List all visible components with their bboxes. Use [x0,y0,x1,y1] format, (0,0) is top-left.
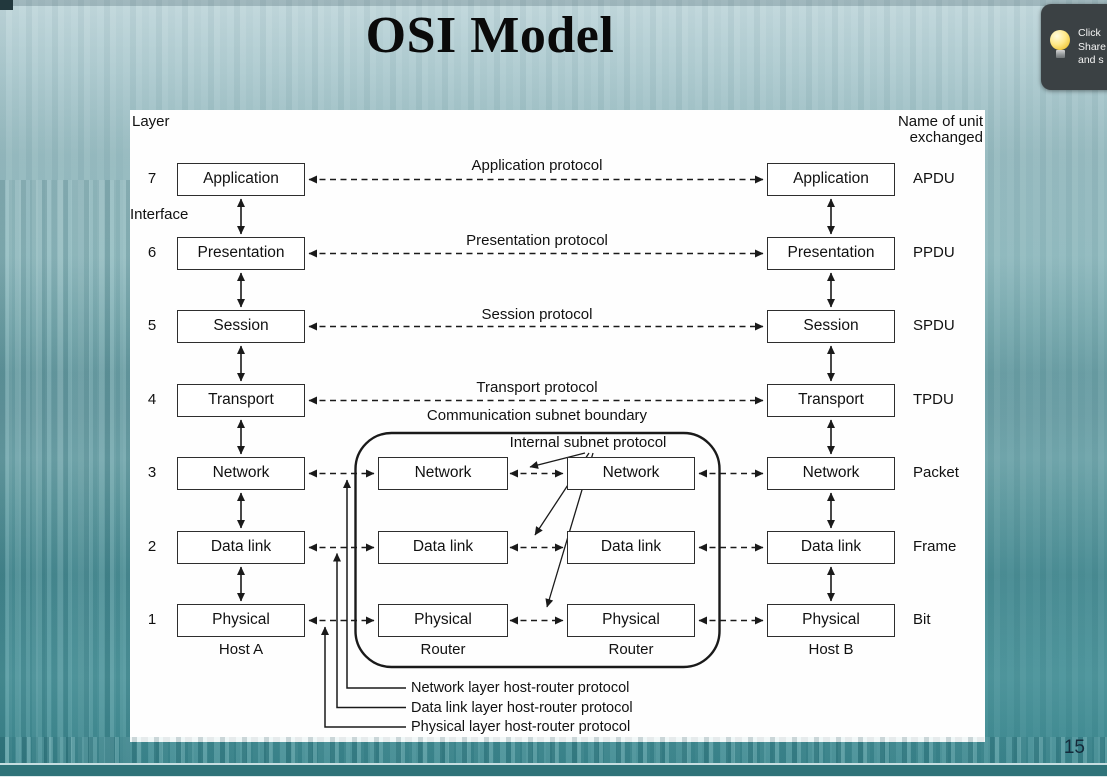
unit-name: APDU [913,170,955,187]
host-a-layer-box: Network [177,457,305,490]
layer-number-3: 3 [147,464,157,481]
host-b-layer-box: Session [767,310,895,343]
protocol-label: Application protocol [471,157,603,174]
left-edge-texture [0,180,130,764]
notification-line: Click [1078,27,1101,39]
router-2-layer-box: Physical [567,604,695,637]
layer-number-5: 5 [147,317,157,334]
internal-subnet-label: Internal subnet protocol [509,434,667,451]
unit-name: SPDU [913,317,955,334]
host-b-layer-box: Data link [767,531,895,564]
osi-diagram-panel: Layer Name of unit exchanged Interface 7… [130,110,985,742]
protocol-label: Presentation protocol [466,232,608,249]
unit-name: Bit [913,611,931,628]
protocol-label: Session protocol [481,306,593,323]
router-1-layer-box: Physical [378,604,508,637]
host-a-layer-box: Transport [177,384,305,417]
unit-name: PPDU [913,244,955,261]
host-a-layer-box: Session [177,310,305,343]
notification-text: Click Share and s [1078,27,1106,68]
slide-title: OSI Model [365,7,615,64]
lightbulb-icon [1050,30,1070,50]
host-b-layer-box: Presentation [767,237,895,270]
layer-number-6: 6 [147,244,157,261]
router-2-layer-box: Network [567,457,695,490]
page-number: 15 [1063,737,1085,758]
router-2-caption: Router [608,641,654,658]
unit-name: TPDU [913,391,954,408]
top-edge-strip [0,0,1107,6]
bottom-separator-line [0,763,1107,765]
host-router-callout: Network layer host-router protocol [411,680,630,696]
notification-line: Share [1078,40,1107,53]
unit-header-line1: Name of unit [897,113,983,130]
interface-arrows [237,198,835,602]
subnet-boundary-label: Communication subnet boundary [426,407,648,424]
router-1-layer-box: Data link [378,531,508,564]
host-b-layer-box: Application [767,163,895,196]
host-router-callout: Data link layer host-router protocol [411,700,633,716]
unit-name: Packet [913,464,959,481]
router-2-layer-box: Data link [567,531,695,564]
protocol-label: Transport protocol [476,379,598,396]
unit-header: Name of unit exchanged [898,114,983,146]
router-1-caption: Router [420,641,466,658]
unit-header-line2: exchanged [909,129,983,146]
host-a-layer-box: Physical [177,604,305,637]
host-b-layer-box: Physical [767,604,895,637]
layer-header: Layer [132,113,170,130]
host-a-layer-box: Presentation [177,237,305,270]
layer-number-2: 2 [147,538,157,555]
layer-number-4: 4 [147,391,157,408]
host-b-layer-box: Network [767,457,895,490]
host-router-callout: Physical layer host-router protocol [411,719,631,735]
unit-name: Frame [913,538,957,555]
lightbulb-base-icon [1056,50,1065,58]
router-1-layer-box: Network [378,457,508,490]
host-a-layer-box: Data link [177,531,305,564]
notification-line: and s [1078,54,1104,66]
host-a-caption: Host A [218,641,264,658]
notification-popup[interactable]: Click Share and s [1041,4,1107,90]
interface-label: Interface [130,206,189,223]
top-left-corner-block [0,0,13,10]
host-b-layer-box: Transport [767,384,895,417]
host-b-caption: Host B [808,641,854,658]
host-a-layer-box: Application [177,163,305,196]
layer-number-7: 7 [147,170,157,187]
layer-number-1: 1 [147,611,157,628]
bottom-bar [0,765,1107,776]
